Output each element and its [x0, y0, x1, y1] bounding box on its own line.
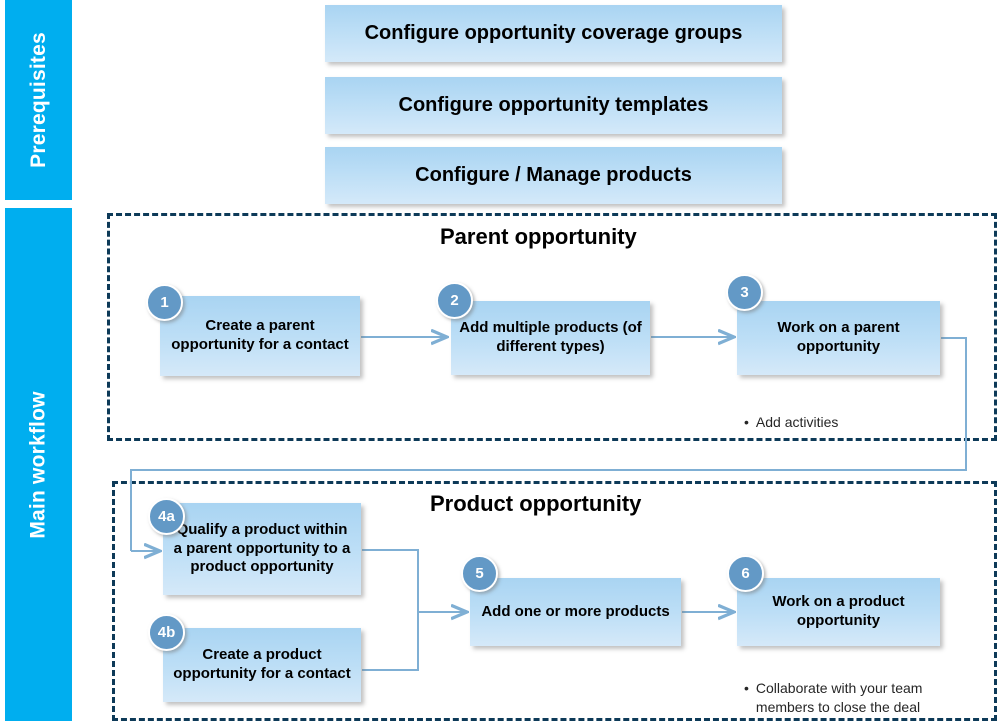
step-label: Create a product opportunity for a conta…	[173, 646, 351, 682]
step-label: Add multiple products (of different type…	[459, 319, 642, 355]
step-badge-3: 3	[726, 274, 763, 311]
step-label: Add one or more products	[481, 602, 670, 620]
note-product-opportunity: • Collaborate with your team members to …	[744, 660, 934, 721]
step-box-add-multiple-products[interactable]: Add multiple products (of different type…	[451, 301, 650, 375]
step-label: Create a parent opportunity for a contac…	[171, 317, 349, 353]
step-badge-2: 2	[436, 282, 473, 319]
step-box-qualify-product[interactable]: Qualify a product within a parent opport…	[163, 503, 361, 595]
step-box-add-one-or-more-products[interactable]: Add one or more products	[470, 578, 681, 646]
step-label: Work on a product opportunity	[772, 593, 905, 629]
step-label: Work on a parent opportunity	[777, 319, 900, 355]
step-badge-4a: 4a	[148, 498, 185, 535]
step-box-create-parent-opportunity[interactable]: Create a parent opportunity for a contac…	[160, 296, 360, 376]
step-badge-6: 6	[727, 555, 764, 592]
prerequisite-box-coverage-groups[interactable]: Configure opportunity coverage groups	[325, 5, 782, 62]
bullet-icon: •	[744, 413, 749, 430]
step-box-work-on-product-opportunity[interactable]: Work on a product opportunity	[737, 578, 940, 646]
prerequisite-label: Configure / Manage products	[415, 164, 692, 186]
step-box-work-on-parent-opportunity[interactable]: Work on a parent opportunity	[737, 301, 940, 375]
step-badge-4b: 4b	[148, 614, 185, 651]
group-title-product-opportunity: Product opportunity	[430, 491, 642, 516]
prerequisite-box-products[interactable]: Configure / Manage products	[325, 147, 782, 204]
prerequisite-label: Configure opportunity coverage groups	[364, 22, 743, 44]
note-text: Add activities	[755, 413, 839, 430]
step-label: Qualify a product within a parent opport…	[173, 520, 351, 576]
prerequisite-label: Configure opportunity templates	[398, 94, 709, 116]
phase-label-main-workflow: Main workflow	[26, 390, 50, 539]
step-badge-5: 5	[461, 555, 498, 592]
step-box-create-product-opportunity[interactable]: Create a product opportunity for a conta…	[163, 628, 361, 702]
phase-bar-prerequisites: Prerequisites	[5, 0, 72, 200]
note-parent-opportunity: • Add activities	[744, 394, 944, 451]
phase-bar-main-workflow: Main workflow	[5, 208, 72, 721]
phase-label-prerequisites: Prerequisites	[26, 32, 50, 168]
prerequisite-box-templates[interactable]: Configure opportunity templates	[325, 77, 782, 134]
note-text: Collaborate with your team members to cl…	[755, 679, 923, 715]
group-title-parent-opportunity: Parent opportunity	[440, 224, 637, 249]
step-badge-1: 1	[146, 284, 183, 321]
bullet-icon: •	[744, 679, 749, 696]
